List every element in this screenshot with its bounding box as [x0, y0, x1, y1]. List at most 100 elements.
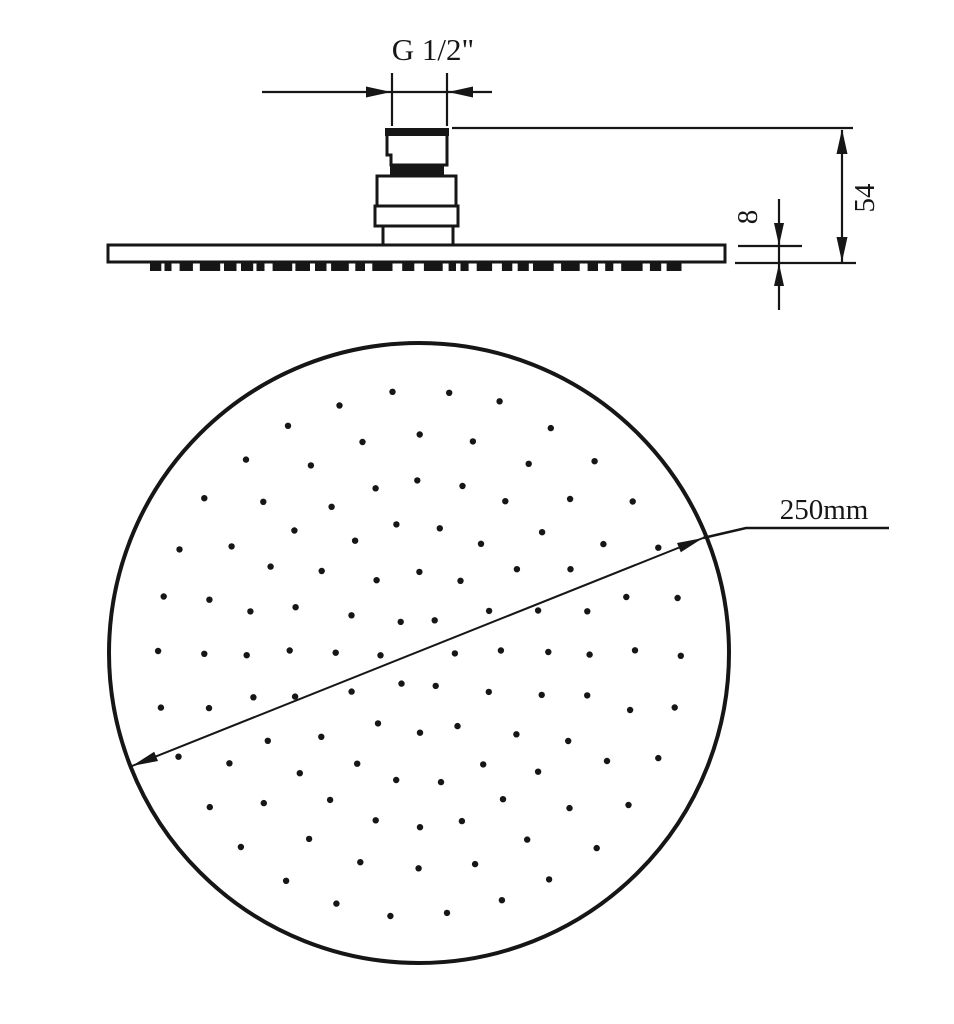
face-outline-circle — [107, 341, 731, 965]
nozzle-dot — [454, 722, 461, 730]
nozzle-dash — [666, 262, 682, 271]
nozzle-dash — [295, 262, 310, 271]
thread-nipple-body — [385, 135, 449, 167]
thread-dimension: G 1/2" — [262, 32, 492, 126]
nozzle-dot — [377, 652, 384, 659]
nozzle-dot — [534, 607, 542, 614]
nozzle-dot — [498, 897, 506, 904]
nozzle-dot — [242, 456, 250, 463]
thread-size-label: G 1/2" — [392, 32, 474, 67]
nozzle-dot — [538, 691, 545, 699]
nozzle-dash — [179, 262, 193, 271]
nozzle-dot — [389, 388, 396, 395]
diameter-leader-line — [702, 526, 889, 540]
nozzle-dot — [318, 567, 325, 575]
nozzle-dot — [671, 704, 678, 711]
face-view: 250mm — [107, 341, 889, 965]
nozzle-dash — [460, 262, 469, 271]
nozzle-dash — [605, 262, 614, 271]
nozzle-dot — [416, 431, 423, 438]
nozzle-dot — [351, 537, 359, 544]
plate-side-profile — [106, 243, 727, 271]
height-dimension: 54 — [452, 126, 881, 265]
nozzle-dot — [348, 612, 355, 619]
nozzle-dot — [296, 770, 303, 777]
plate-outline — [106, 243, 727, 264]
diameter-line — [131, 537, 704, 767]
nozzle-dot — [471, 860, 479, 868]
swivel-nut-upper — [375, 174, 458, 208]
nozzle-dot — [625, 801, 632, 809]
nozzle-dot — [414, 477, 421, 484]
nozzle-dot — [260, 799, 267, 807]
nozzle-dot — [326, 796, 334, 804]
nozzle-dot — [359, 438, 366, 446]
nozzle-dot — [497, 647, 505, 654]
nozzle-dash — [241, 262, 254, 271]
nozzle-dot — [176, 546, 183, 553]
nozzle-dot — [328, 503, 335, 510]
nozzle-band — [150, 262, 682, 271]
nozzle-dot — [354, 760, 361, 767]
nozzle-dot — [282, 877, 290, 884]
nozzle-dash — [372, 262, 393, 271]
nozzle-dot — [291, 527, 298, 534]
nozzle-dot — [513, 731, 520, 738]
thickness-value-label: 8 — [732, 210, 764, 225]
nozzle-dash — [476, 262, 493, 271]
nozzle-dot — [226, 760, 233, 767]
nozzle-dot — [260, 498, 267, 505]
nozzle-dot — [250, 694, 257, 701]
thread-dim-arrow-left-icon — [366, 86, 391, 98]
nozzle-dash — [448, 262, 456, 271]
diameter-dimension: 250mm — [131, 494, 889, 767]
nozzle-dot — [565, 737, 572, 745]
nozzle-dot — [393, 776, 400, 784]
nozzle-dot — [357, 859, 364, 866]
nozzle-dash — [533, 262, 554, 271]
nozzle-dash — [517, 262, 529, 271]
nozzle-dot — [201, 650, 208, 657]
nozzle-dash — [561, 262, 580, 271]
nozzle-dot — [206, 596, 213, 603]
nozzle-dot — [416, 729, 424, 736]
nozzle-dot — [629, 498, 636, 505]
nozzle-dash — [224, 262, 237, 271]
nozzle-dot — [228, 543, 235, 550]
nozzle-dot — [284, 422, 292, 429]
nozzle-dot — [432, 682, 439, 690]
nozzle-dot — [157, 704, 165, 711]
nozzle-dot — [469, 438, 477, 445]
nozzle-dash — [150, 262, 162, 271]
nozzle-dot — [631, 647, 639, 654]
nozzle-dot — [499, 796, 507, 803]
nozzle-dot — [451, 650, 459, 657]
nozzle-dot — [336, 402, 343, 409]
nozzle-dot — [397, 618, 404, 626]
swivel-nut-lower — [373, 204, 460, 228]
nozzle-dot — [443, 909, 451, 917]
nozzle-dot — [513, 566, 521, 573]
nozzle-dot — [600, 540, 607, 548]
nozzle-dash — [256, 262, 265, 271]
nozzle-dot — [545, 876, 553, 883]
nozzle-dot — [674, 594, 681, 602]
thread-dim-arrow-right-icon — [448, 86, 473, 98]
nozzle-dash — [199, 262, 221, 271]
nozzle-dash — [315, 262, 327, 271]
nozzle-dot — [534, 768, 542, 775]
stem — [381, 224, 455, 247]
nozzle-dot — [243, 652, 250, 659]
nozzle-dot — [538, 529, 546, 536]
nozzle-dot — [586, 651, 593, 658]
nozzle-dot — [524, 836, 531, 843]
nozzle-dash — [649, 262, 662, 271]
nozzle-dot — [457, 577, 464, 584]
nozzle-dot — [374, 720, 382, 727]
nozzle-dot — [264, 737, 271, 744]
nozzle-dot — [160, 593, 167, 600]
height-arrow-down-icon — [836, 237, 848, 262]
nozzle-dot — [333, 900, 340, 907]
